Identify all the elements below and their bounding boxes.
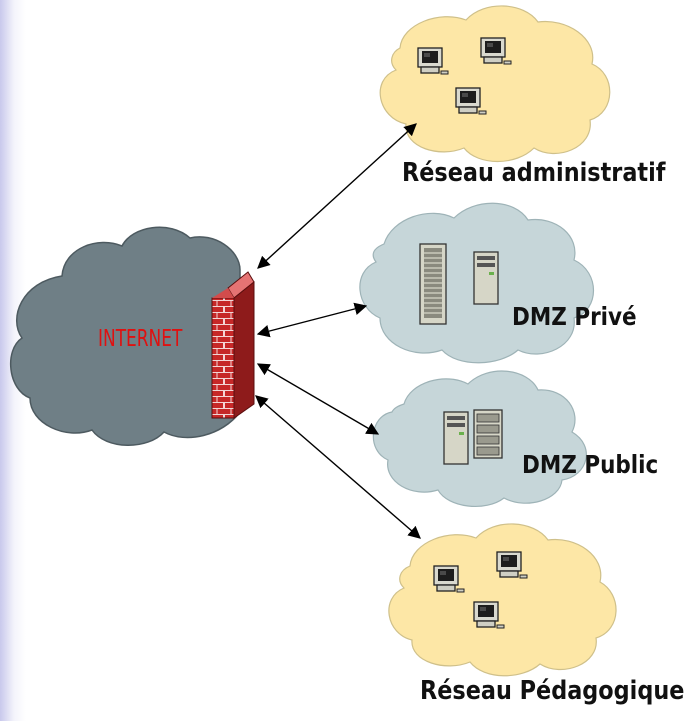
- server-icon: [473, 251, 499, 305]
- server-icon: [473, 409, 503, 459]
- pedagogic-network-cloud-icon: [388, 523, 617, 677]
- dmz-public-label: DMZ Public: [522, 450, 659, 479]
- internet-cloud-icon: [9, 226, 241, 446]
- arrow-to-pedagogic-network: [255, 395, 421, 539]
- dmz-private-label: DMZ Privé: [512, 302, 637, 331]
- admin-network-label: Réseau administratif: [402, 158, 666, 188]
- arrow-to-admin-network: [257, 123, 417, 269]
- firewall-icon: [211, 271, 255, 419]
- internet-label: INTERNET: [98, 326, 183, 352]
- dmz-private-cloud-icon: [359, 202, 595, 364]
- dmz-public-cloud-icon: [372, 370, 587, 508]
- pedagogic-network-label: Réseau Pédagogique: [420, 676, 685, 706]
- server-icon: [419, 243, 447, 325]
- arrow-to-dmz-private: [256, 302, 368, 338]
- connection-arrows: [255, 123, 421, 539]
- admin-network-cloud-icon: [379, 5, 611, 163]
- server-icon: [443, 411, 469, 465]
- arrow-to-dmz-public: [256, 363, 380, 435]
